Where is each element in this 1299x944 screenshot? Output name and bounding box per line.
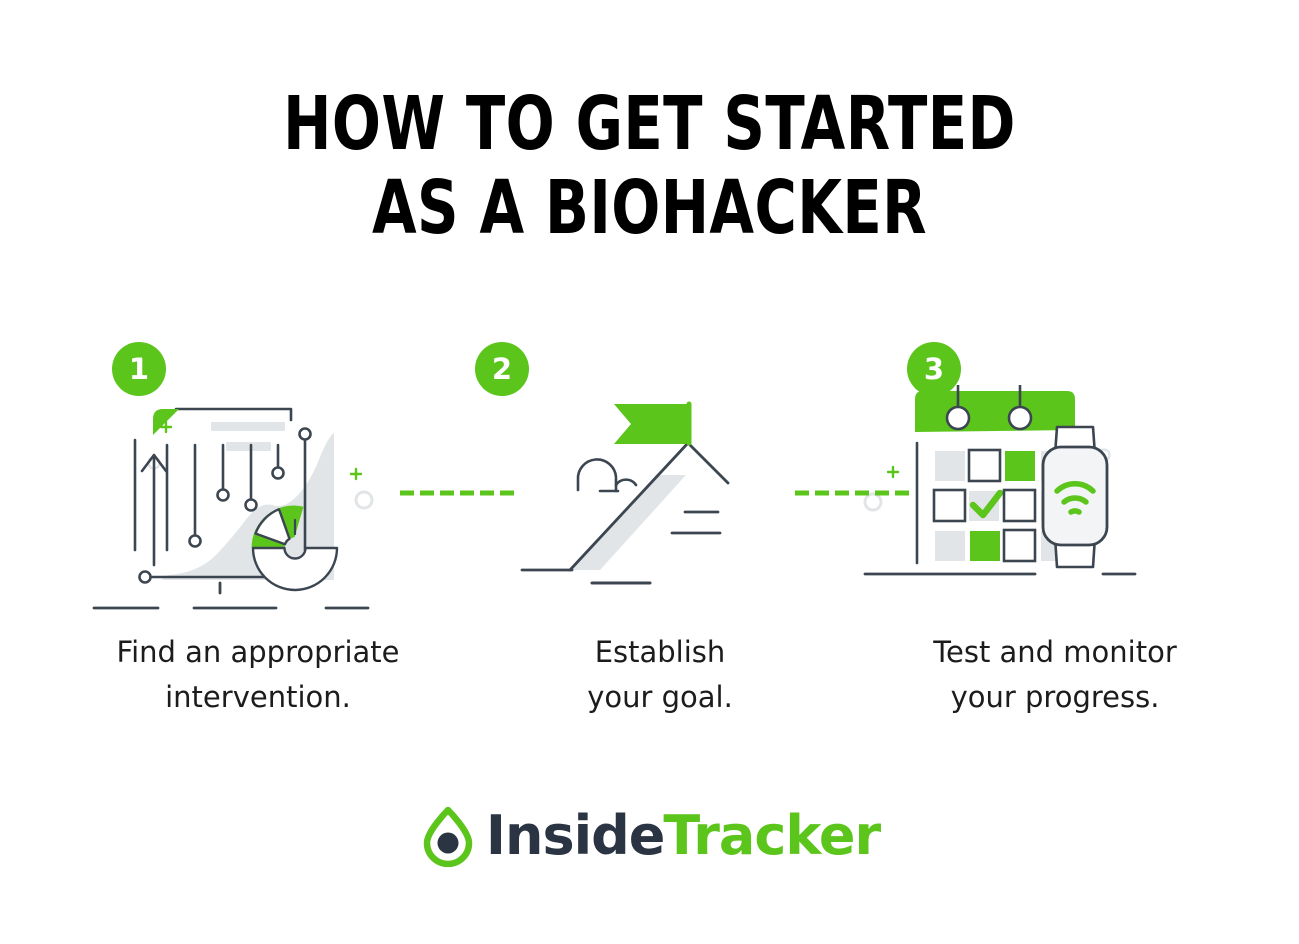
step-caption-1-line-1: Find an appropriate [116,635,400,669]
step-number-badge-1: 1 [112,342,166,396]
step-caption-2: Establish your goal. [450,630,870,720]
smartwatch-icon [1041,425,1109,569]
calendar-cell-outlined [967,448,1002,483]
calendar-cell-filled-green [970,531,1000,561]
document-text-bar-1 [211,422,285,431]
step-number-badge-3: 3 [907,342,961,396]
step-number-badge-2: 2 [475,342,529,396]
mountain-outline [520,441,730,572]
step-3-illustration-svg [863,383,1137,576]
circle-decoration-large-icon [863,492,883,512]
droplet-center-dot [437,832,459,854]
title-line-2: AS A BIOHACKER [371,165,928,251]
document-folded-corner [153,409,179,435]
step-connector-2 [793,490,913,496]
wifi-icon [1054,481,1096,515]
document-outline [174,407,293,422]
calendar-cell-filled-gray [935,531,965,561]
calendar-smartwatch-illustration [845,383,1265,625]
flag-banner [614,404,687,444]
step-caption-2-line-1: Establish [594,635,726,669]
detail-ticks [670,510,722,535]
checkmark-icon [969,489,1004,519]
step-1-illustration-svg [92,407,374,610]
calendar-header [915,391,1075,432]
step-caption-3: Test and monitor your progress. [845,630,1265,720]
step-2: 2 [450,330,870,750]
mountain-shadow [570,475,686,570]
up-arrow-icon [140,453,168,567]
donut-wedge-white [254,508,291,546]
steps-row: 1 [0,330,1299,750]
ground-ticks [92,581,370,610]
droplet-outline [423,806,473,867]
calendar-rings [945,383,1033,431]
step-3: 3 [845,330,1265,750]
title-line-1: HOW TO GET STARTED [283,81,1016,167]
document-text-bar-2 [226,442,271,451]
calendar-cell-outlined [932,488,967,523]
step-connector-1 [398,490,518,496]
donut-arc-white [251,546,339,592]
step-caption-1-line-2: intervention. [165,680,351,714]
step-caption-3-line-1: Test and monitor [933,635,1177,669]
step-caption-2-line-2: your goal. [587,680,733,714]
calendar-cell-outlined [1002,528,1037,563]
chart-point-markers [138,427,312,584]
calendar-cell-outlined [1002,488,1037,523]
droplet-icon [423,806,473,867]
calendar-cell-filled-green [1005,451,1035,481]
step-caption-3-line-2: your progress. [950,680,1160,714]
cloud-icon [576,458,638,493]
logo-text-tracker: Tracker [663,804,881,867]
logo-inner: Inside Tracker [419,804,881,867]
brand-logo: Inside Tracker [0,805,1299,872]
area-chart-shape [161,433,334,580]
step-1: 1 [48,330,468,750]
ring-head-1 [945,405,971,431]
plus-decoration-icon [159,420,173,434]
flag-icon [614,401,692,446]
dashed-line-icon [400,490,516,496]
circle-decoration-large-icon [354,490,374,510]
logo-text-inside: Inside [485,804,665,867]
page-title: HOW TO GET STARTED AS A BIOHACKER [0,82,1299,250]
mountain-flag-goal-illustration [450,385,870,625]
plus-decoration-right-icon [349,467,363,481]
data-report-chart-illustration [48,385,468,625]
plus-decoration-icon [886,465,900,479]
dashed-line-icon [795,490,911,496]
calendar-cell-filled-gray [935,451,965,481]
step-caption-1: Find an appropriate intervention. [48,630,468,720]
ring-head-2 [1007,405,1033,431]
step-2-illustration-svg [520,401,730,585]
chart-drop-lines [133,433,307,552]
donut-wrapper [251,506,339,592]
